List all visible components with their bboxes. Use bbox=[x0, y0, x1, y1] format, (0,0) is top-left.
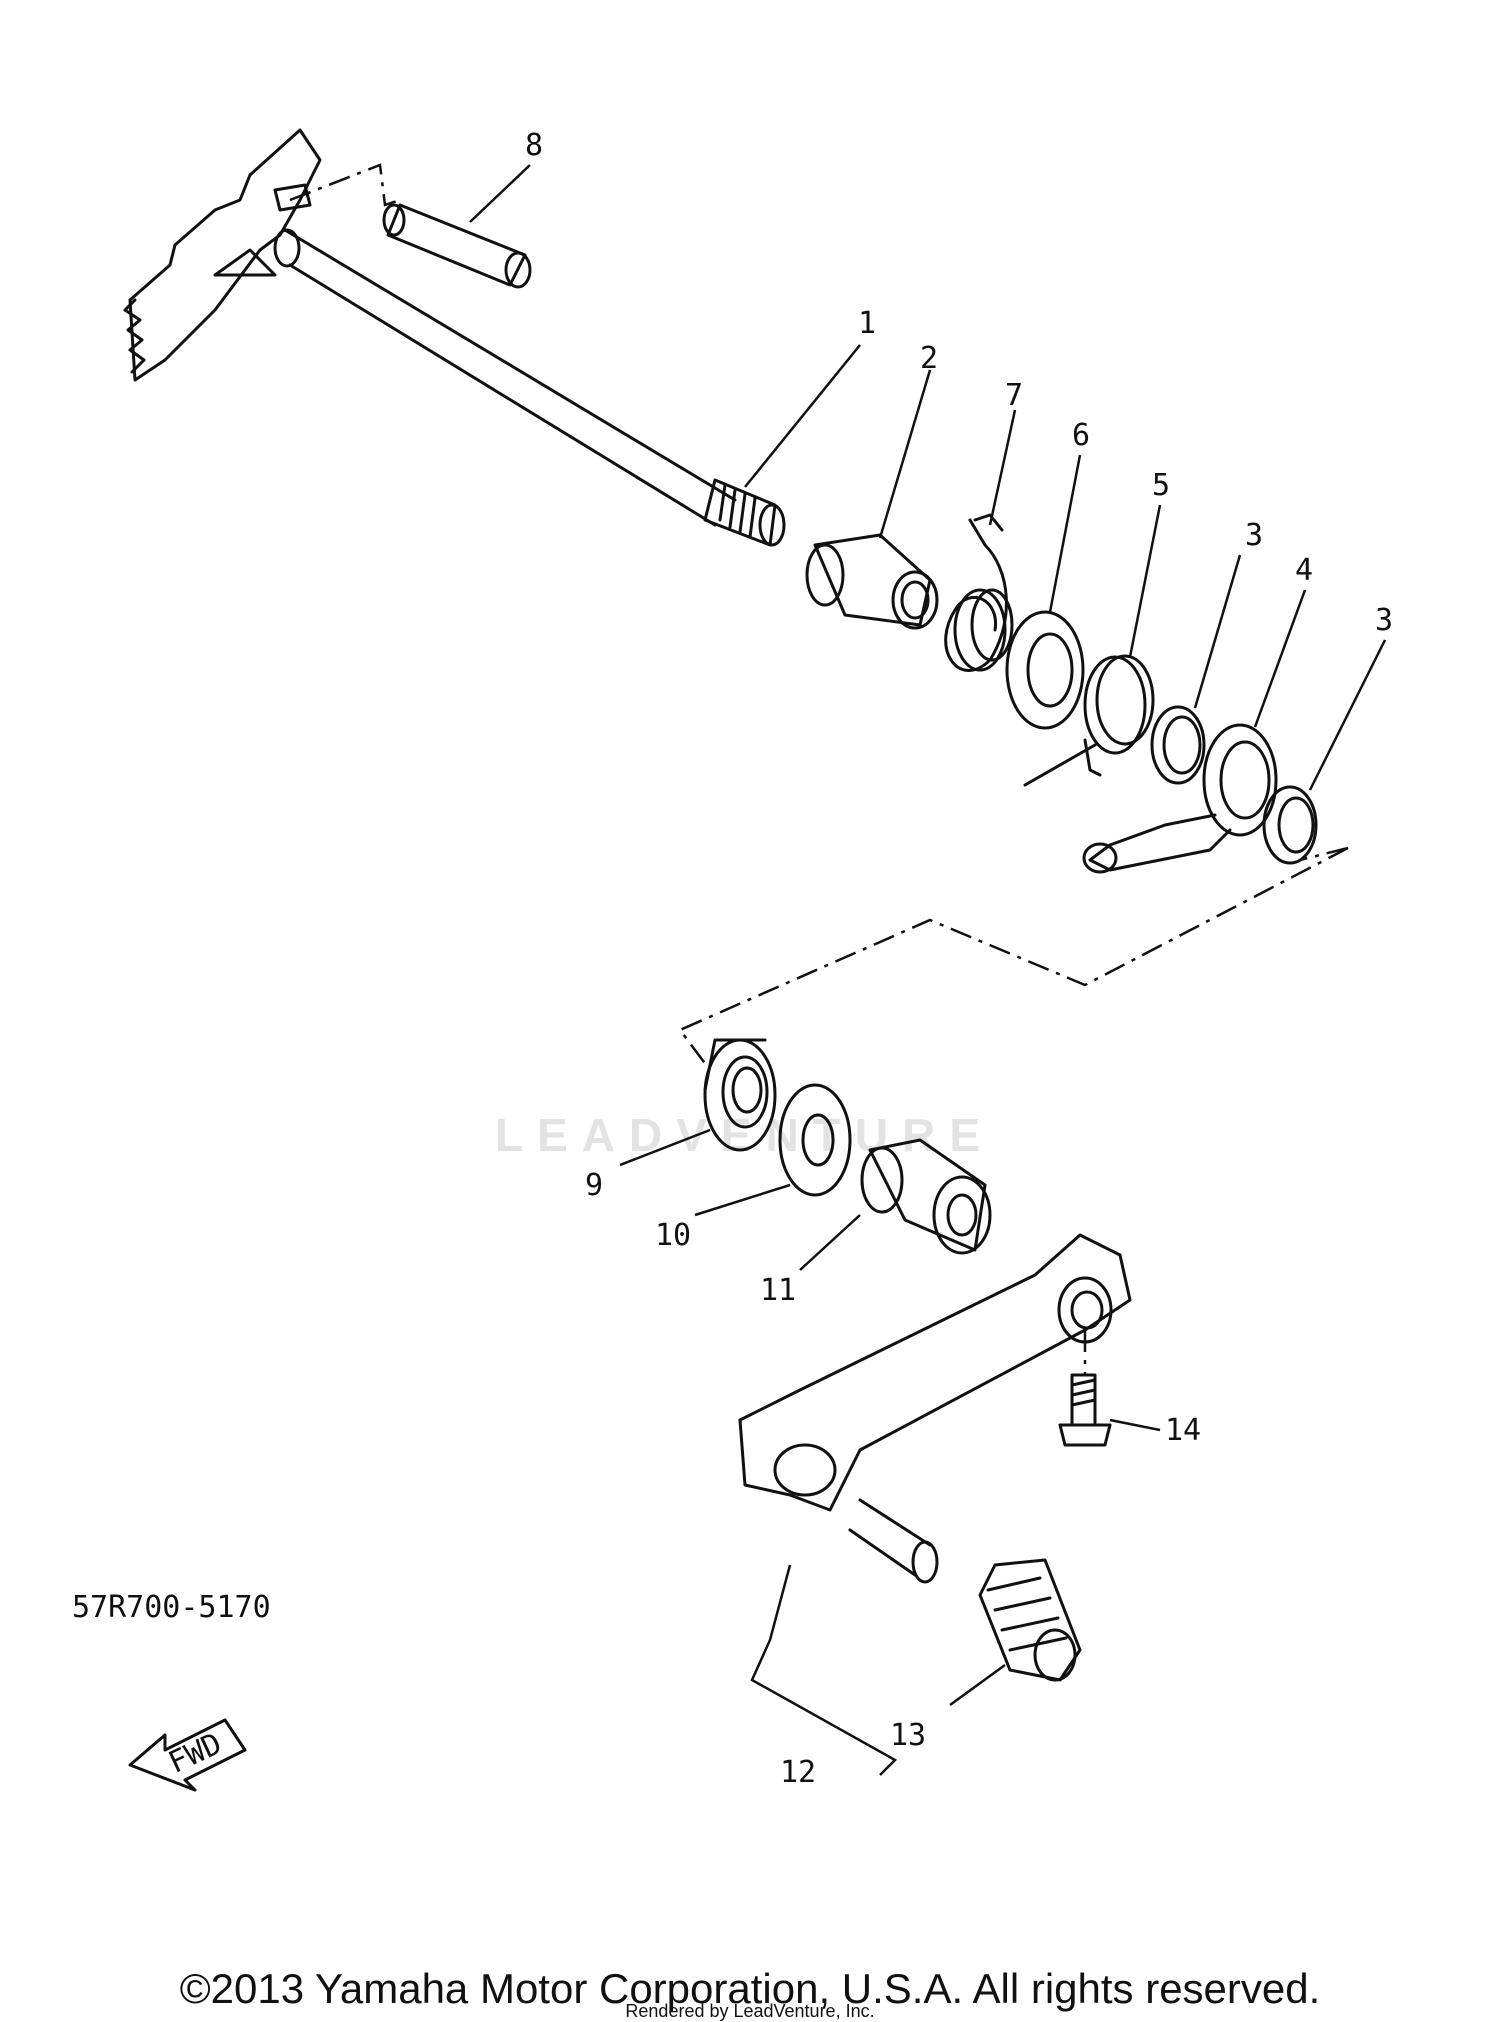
diagram-code: 57R700-5170 bbox=[72, 1590, 271, 1625]
fwd-label: FWD bbox=[163, 1726, 227, 1781]
callout-4: 4 bbox=[1295, 553, 1313, 588]
fwd-arrow-icon: FWD bbox=[128, 1718, 247, 1792]
collar-11-drawing bbox=[860, 1138, 992, 1255]
alignment-lines bbox=[289, 163, 1349, 1375]
callout-10: 10 bbox=[655, 1218, 691, 1253]
shift-arm-drawing bbox=[1082, 723, 1278, 874]
callout-7: 7 bbox=[1005, 378, 1023, 413]
oil-seal-drawing bbox=[703, 1038, 777, 1152]
callout-9: 9 bbox=[585, 1168, 603, 1203]
washer-10-drawing bbox=[778, 1083, 852, 1197]
torsion-spring-drawing bbox=[944, 513, 1014, 672]
dowel-pin-drawing bbox=[382, 203, 532, 289]
callout-5: 5 bbox=[1152, 468, 1170, 503]
circlip-3a-drawing bbox=[1150, 705, 1206, 785]
leader-lines bbox=[469, 164, 1387, 1776]
callout-3a: 3 bbox=[1245, 518, 1263, 553]
callout-11: 11 bbox=[760, 1273, 796, 1308]
shift-pedal-drawing bbox=[738, 1233, 1132, 1584]
callout-8: 8 bbox=[525, 128, 543, 163]
callout-6: 6 bbox=[1072, 418, 1090, 453]
callout-3b: 3 bbox=[1375, 603, 1393, 638]
copyright-notice: ©2013 Yamaha Motor Corporation, U.S.A. A… bbox=[179, 1965, 1321, 2012]
callout-14: 14 bbox=[1165, 1413, 1201, 1448]
bolt-drawing bbox=[1058, 1373, 1112, 1447]
callout-13: 13 bbox=[890, 1718, 926, 1753]
bushing-drawing bbox=[805, 533, 939, 630]
rendered-by-credit: Rendered by LeadVenture, Inc. bbox=[625, 2001, 875, 2021]
washer-6-drawing bbox=[1005, 610, 1085, 730]
callout-2: 2 bbox=[920, 341, 938, 376]
spring-5-drawing bbox=[1023, 654, 1155, 787]
callout-labels: 1 2 3 3 4 5 6 7 8 9 10 11 12 13 14 bbox=[525, 128, 1393, 1790]
callout-1: 1 bbox=[858, 306, 876, 341]
shift-shaft-drawing bbox=[123, 128, 786, 547]
circlip-3b-drawing bbox=[1262, 785, 1318, 865]
watermark-text: LEADVENTURE bbox=[495, 1109, 995, 1161]
pedal-rubber-drawing bbox=[978, 1558, 1082, 1682]
callout-12: 12 bbox=[780, 1755, 816, 1790]
